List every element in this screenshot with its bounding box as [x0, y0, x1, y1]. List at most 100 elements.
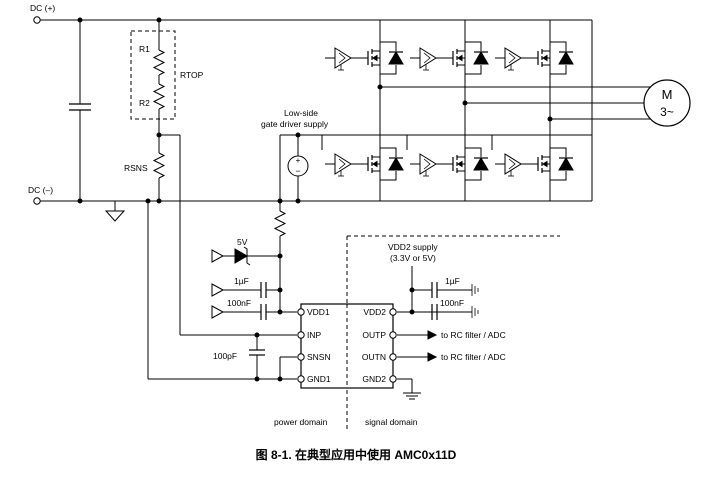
pin-outp [389, 331, 397, 339]
resistor-r1 [152, 49, 166, 76]
pin-outp-label: OUTP [362, 330, 386, 340]
output-wiring: to RC filter / ADC to RC filter / ADC [397, 330, 506, 400]
vdd2-supply-label-line1: VDD2 supply [388, 242, 438, 252]
ground-arrow [211, 305, 225, 319]
junction-dot [409, 287, 415, 293]
ground-arrow [211, 283, 225, 297]
body-diode-icon [558, 51, 574, 65]
lowside-supply: Low-side gate driver supply + − [261, 108, 592, 211]
supply-resistor-symbol [273, 210, 287, 237]
body-diode-icon [388, 51, 404, 65]
motor: M 3~ [643, 79, 691, 127]
junction-dot [547, 116, 553, 122]
resistor-rsns [152, 152, 166, 179]
motor-m-label: M [662, 87, 673, 102]
svg-text:+: + [296, 156, 301, 165]
zener-triangle [234, 248, 248, 264]
rtop-label: RTOP [180, 70, 204, 80]
resistor-r2 [152, 83, 166, 110]
svg-text:−: − [295, 166, 300, 176]
dc-negative-terminal [33, 197, 41, 205]
motor-phase-label: 3~ [660, 105, 674, 119]
rtop-box [130, 30, 176, 120]
zener-diode: 5V [211, 237, 280, 266]
cap-1uf-left-label: 1µF [234, 276, 249, 286]
motor-circle [643, 79, 691, 127]
pin-vdd1 [297, 308, 305, 316]
dc-positive-label: DC (+) [30, 3, 55, 13]
body-diode-icon [388, 157, 404, 171]
rsns-label: RSNS [124, 163, 148, 173]
junction-dot [377, 84, 383, 90]
pin-vdd1-label: VDD1 [307, 307, 330, 317]
ground-symbol [104, 201, 126, 222]
pin-outn-label: OUTN [362, 352, 386, 362]
outp-destination-label: to RC filter / ADC [441, 330, 506, 340]
dc-positive-rail: DC (+) [30, 3, 592, 24]
junction-dot [277, 376, 283, 382]
pin-gnd2 [389, 375, 397, 383]
pin-vdd2 [389, 308, 397, 316]
cap-1uf-right-label: 1µF [445, 276, 460, 286]
vdd2-supply-label-line2: (3.3V or 5V) [390, 253, 436, 263]
junction-dot [77, 17, 83, 23]
lowside-label-line2: gate driver supply [261, 119, 329, 129]
gate-driver-icon [334, 153, 352, 175]
body-diode-icon [473, 157, 489, 171]
dc-positive-terminal [33, 16, 41, 24]
switch-cell-high-1 [325, 41, 404, 75]
amc-ic: VDD1 INP SNSN GND1 VDD2 OUTP OUTN GND2 [297, 303, 397, 389]
junction-dot [277, 198, 283, 204]
pin-gnd1-label: GND1 [307, 374, 331, 384]
gate-driver-icon [419, 47, 437, 69]
junction-dot [409, 309, 415, 315]
pin-snsn [297, 353, 305, 361]
junction-dot [254, 332, 260, 338]
dc-negative-rail: DC (–) [28, 185, 592, 205]
bulk-capacitor [69, 20, 91, 201]
signal-domain-label: signal domain [365, 417, 418, 427]
junction-dot [156, 198, 162, 204]
junction-dot [462, 100, 468, 106]
r1-label: R1 [139, 44, 150, 54]
switch-cell-low-3 [495, 147, 574, 181]
gate-driver-icon [419, 153, 437, 175]
switch-cells [325, 41, 574, 181]
junction-dot [77, 198, 83, 204]
supply-resistor [273, 210, 287, 312]
gate-driver-icon [504, 153, 522, 175]
lowside-label-line1: Low-side [284, 108, 318, 118]
gate-driver-icon [504, 47, 522, 69]
cap-100nf-left-label: 100nF [227, 298, 251, 308]
junction-dot [156, 17, 162, 23]
cap-100pf-label: 100pF [213, 351, 237, 361]
cap-100nf-right-label: 100nF [440, 298, 464, 308]
junction-dot [295, 132, 301, 138]
switch-cell-high-3 [495, 41, 574, 75]
junction-dot [277, 309, 283, 315]
pin-gnd2-label: GND2 [362, 374, 386, 384]
rtop-divider: R1 R2 RTOP [130, 20, 204, 153]
power-domain-label: power domain [274, 417, 328, 427]
pin-snsn-label: SNSN [307, 352, 331, 362]
pin-inp-label: INP [307, 330, 322, 340]
dc-negative-label: DC (–) [28, 185, 53, 195]
pin-gnd1 [297, 375, 305, 383]
outn-destination-label: to RC filter / ADC [441, 352, 506, 362]
pin-outn [389, 353, 397, 361]
junction-dot [295, 198, 301, 204]
pin-inp [297, 331, 305, 339]
junction-dot [254, 376, 260, 382]
shunt-resistor: RSNS [124, 152, 166, 201]
body-diode-icon [558, 157, 574, 171]
switch-cell-high-2 [410, 41, 489, 75]
figure-caption: 图 8-1. 在典型应用中使用 AMC0x11D [256, 447, 457, 462]
switch-cell-low-1 [325, 147, 404, 181]
inverter-bridge [377, 20, 654, 201]
pin-vdd2-label: VDD2 [363, 307, 386, 317]
left-decoupling-caps: 1µF 100nF [211, 276, 297, 320]
r2-label: R2 [139, 98, 150, 108]
body-diode-icon [473, 51, 489, 65]
ground-arrow [211, 249, 225, 263]
